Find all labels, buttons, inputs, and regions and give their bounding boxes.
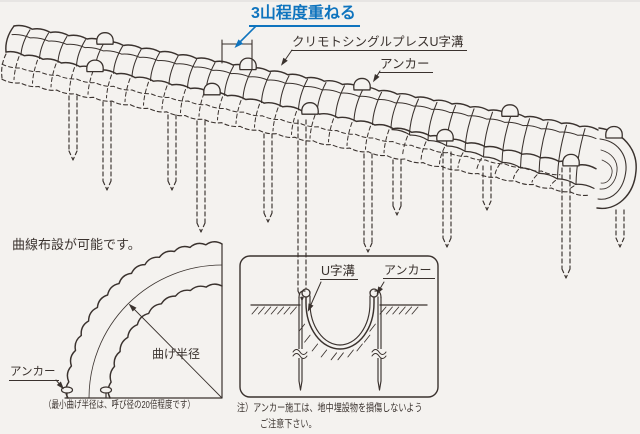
anchor-callout-label-top: アンカー [379,57,433,73]
page-top-edge [0,0,640,2]
cross-section-illustration [239,255,439,398]
u-channel-callout-label: U字溝 [320,264,359,280]
curve-section-title: 曲線布設が可能です。 [12,237,141,252]
corrugated-channel-illustration [1,24,637,301]
overlap-callout-label: 3山程度重ねる [249,5,360,27]
leader-lines-and-arrows [55,25,385,390]
caution-note-line2: ご注意下さい。 [260,418,317,430]
curve-layout-illustration [60,241,223,399]
anchor-callout-label-box: アンカー [383,263,435,280]
product-callout-label: クリモトシングルプレスU字溝 [291,35,467,51]
anchor-callout-label-curve: アンカー [9,366,59,381]
min-radius-caption: （最小曲げ半径は、呼び径の20倍程度です） [44,400,195,411]
bend-radius-label: 曲げ半径 [152,347,201,361]
caution-note-line1: 注）アンカー施工は、地中埋設物を損傷しないよう [237,402,423,414]
